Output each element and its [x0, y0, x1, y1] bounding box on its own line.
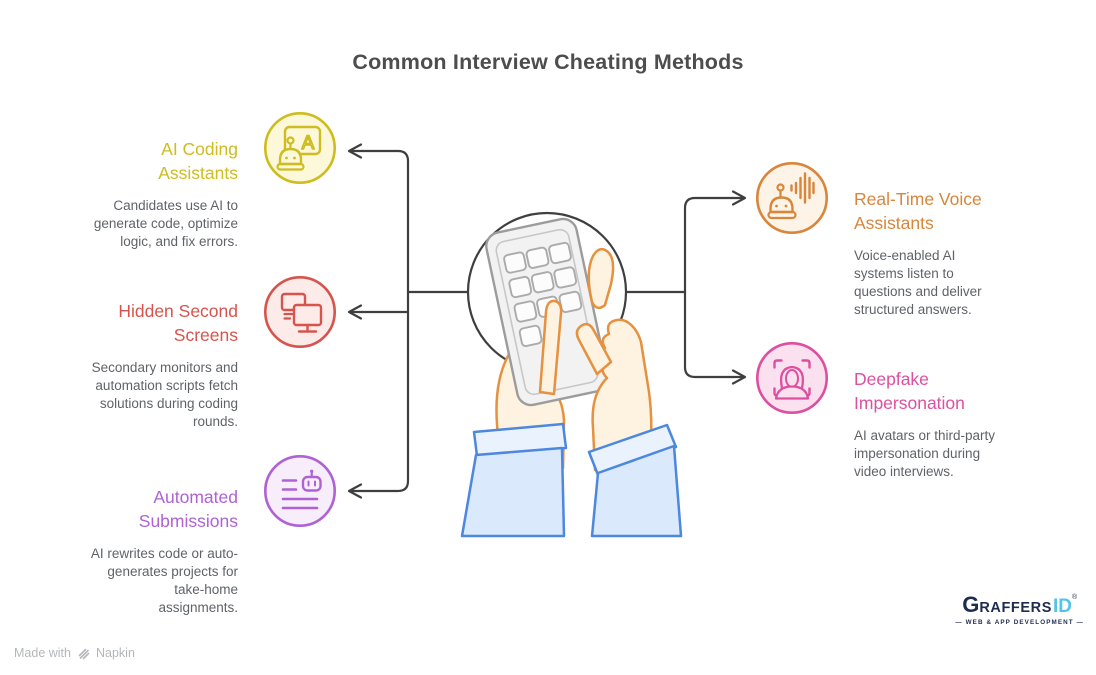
method-item-ai-coding-assistants: AI Coding Assistants Candidates use AI t… — [28, 137, 238, 251]
method-title: Automated Submissions — [138, 487, 238, 531]
left-sleeve — [460, 446, 566, 538]
brand-initial: G — [962, 592, 980, 617]
left-index-finger — [538, 299, 563, 396]
brand-tagline: — WEB & APP DEVELOPMENT — — [955, 619, 1084, 626]
method-description: Secondary monitors and automation script… — [91, 360, 238, 429]
connector-left — [347, 143, 471, 499]
right-sleeve — [590, 444, 683, 538]
method-description: AI rewrites code or auto- generates proj… — [90, 546, 238, 615]
method-description: Voice-enabled AI systems listen to quest… — [854, 248, 982, 317]
method-title: Real-Time Voice Assistants — [854, 189, 982, 233]
napkin-logo-icon — [78, 648, 90, 659]
made-with-attribution: Made with Napkin — [14, 646, 135, 660]
method-title: AI Coding Assistants — [158, 139, 238, 183]
graffersid-logo: G RAFFERS ID ® — WEB & APP DEVELOPMENT — — [955, 592, 1084, 626]
arrowhead-icon — [731, 190, 747, 206]
method-item-real-time-voice-assistants: Real-Time Voice Assistants Voice-enabled… — [854, 187, 1044, 319]
registered-mark: ® — [1072, 594, 1078, 601]
made-with-label: Made with — [14, 646, 71, 660]
method-title: Deepfake Impersonation — [854, 369, 965, 413]
napkin-brand-label: Napkin — [95, 646, 135, 660]
brand-suffix: ID — [1053, 596, 1072, 617]
hands-typing-illustration — [460, 211, 683, 538]
arrowhead-icon — [347, 143, 363, 159]
method-item-automated-submissions: Automated Submissions AI rewrites code o… — [28, 485, 238, 617]
graffersid-wordmark: G RAFFERS ID ® — [955, 592, 1084, 618]
left-cuff — [472, 422, 568, 458]
right-index-finger — [575, 322, 613, 376]
method-description: AI avatars or third-party impersonation … — [854, 428, 996, 479]
dual-monitors-icon — [263, 275, 337, 349]
robot-voice-wave-icon — [755, 161, 829, 235]
arrowhead-icon — [731, 369, 747, 385]
connector-right — [624, 190, 747, 385]
arrowhead-icon — [347, 304, 363, 320]
document-robot-icon — [263, 454, 337, 528]
svg-text:A: A — [302, 133, 315, 154]
method-title: Hidden Second Screens — [118, 301, 238, 345]
face-scan-icon — [755, 341, 829, 415]
method-description: Candidates use AI to generate code, opti… — [93, 198, 238, 249]
robot-screen-icon: A — [263, 111, 337, 185]
right-cuff — [587, 423, 678, 477]
sleeves — [460, 422, 683, 538]
method-item-deepfake-impersonation: Deepfake Impersonation AI avatars or thi… — [854, 367, 1044, 481]
method-item-hidden-second-screens: Hidden Second Screens Secondary monitors… — [28, 299, 238, 431]
arrowhead-icon — [347, 483, 363, 499]
brand-rest: RAFFERS — [979, 600, 1052, 616]
page-title: Common Interview Cheating Methods — [352, 50, 744, 74]
right-thumb — [587, 247, 615, 310]
